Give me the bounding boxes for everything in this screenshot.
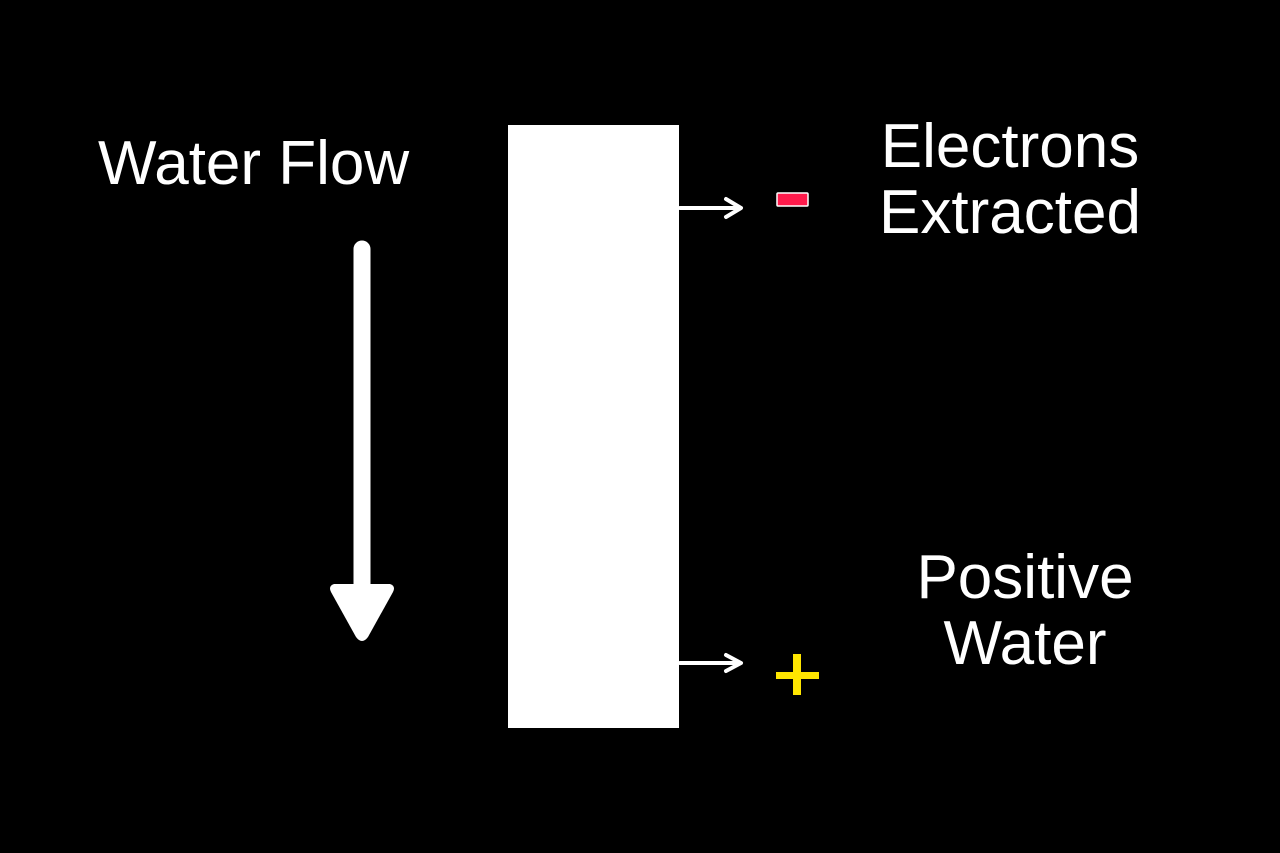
plus-icon	[776, 654, 819, 695]
water-out-arrow-icon	[678, 653, 743, 673]
water-flow-label: Water Flow	[98, 129, 410, 198]
electron-out-arrow-icon	[678, 197, 743, 219]
positive-label-line1: Positive	[916, 543, 1134, 612]
electrode-plate	[508, 125, 679, 728]
electrons-extracted-label: Electrons Extracted	[870, 114, 1150, 246]
positive-label-line2: Water	[943, 609, 1107, 678]
water-flow-arrow-icon	[330, 240, 394, 641]
electrons-label-line1: Electrons	[880, 112, 1140, 181]
minus-icon	[776, 192, 809, 207]
positive-water-label: Positive Water	[905, 545, 1145, 677]
electrons-label-line2: Extracted	[879, 178, 1141, 247]
